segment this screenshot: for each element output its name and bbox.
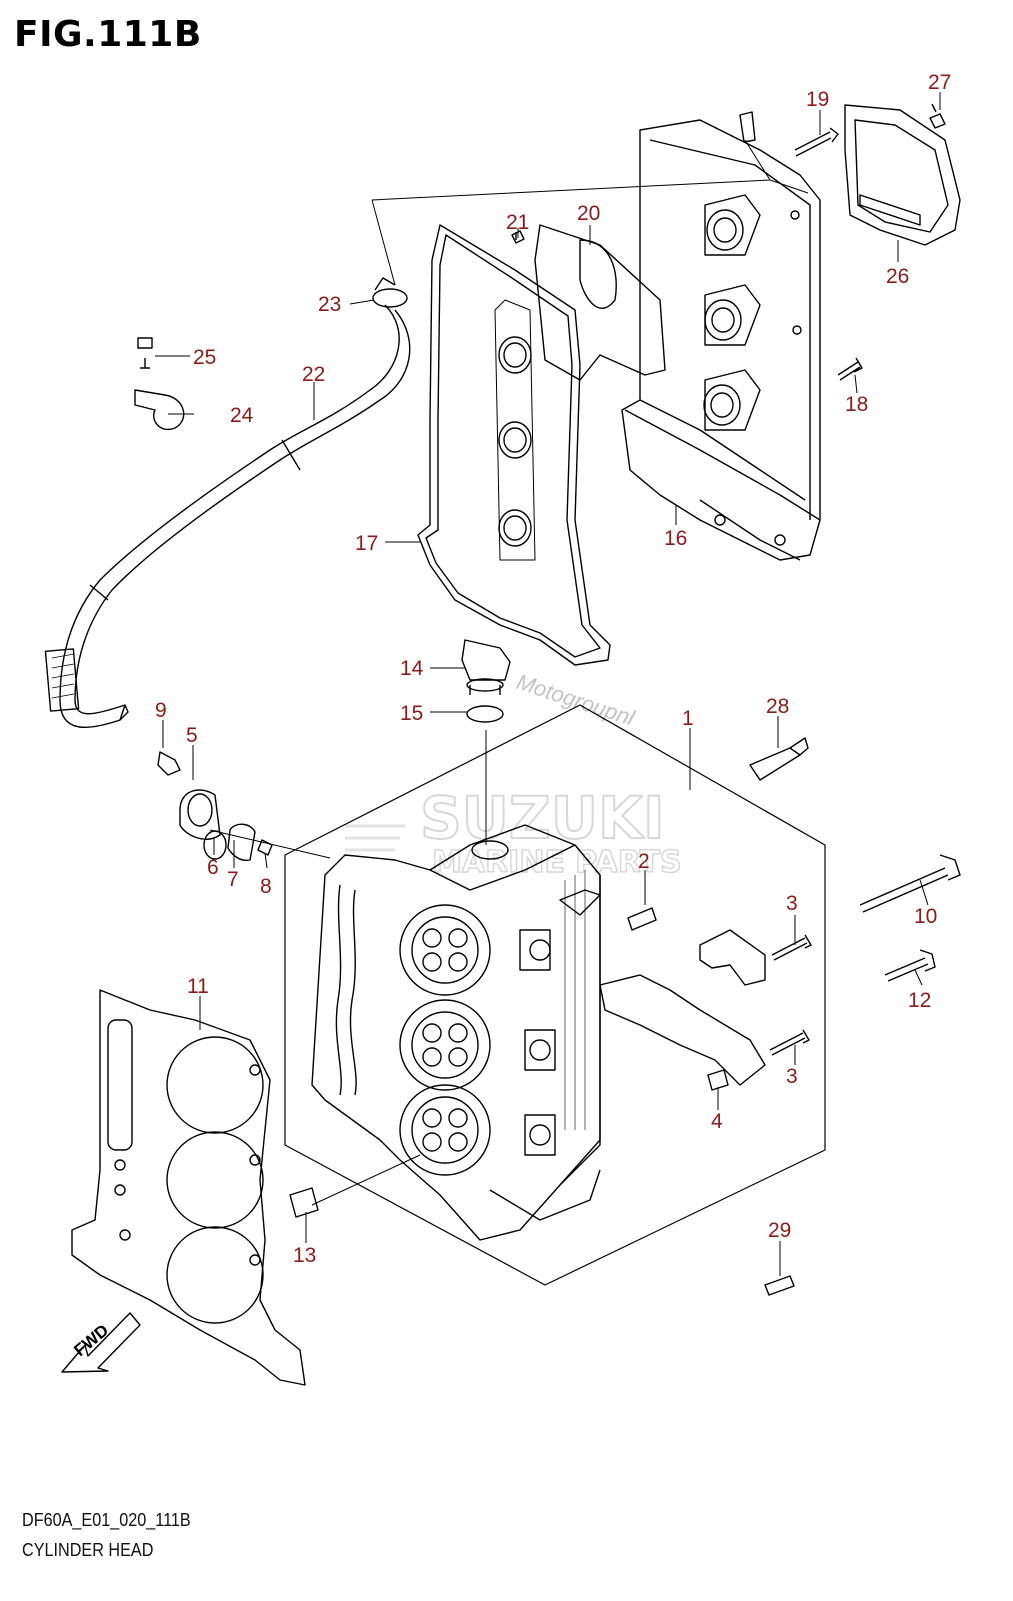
callout-29: 29 [768,1219,791,1242]
watermark-brand: SUZUKI [420,784,665,852]
bolt-3b [769,1029,810,1056]
figure-title: FIG.111B [14,14,202,55]
plate [534,224,666,381]
callout-4: 4 [711,1110,723,1133]
thermostat-parts [157,751,331,862]
bolt-25 [137,337,153,369]
callout-19: 19 [806,88,829,111]
o-ring-15 [466,705,504,723]
callout-3a: 3 [786,892,798,915]
spark-plug [749,737,809,781]
callout-24: 24 [230,404,254,427]
callout-12: 12 [908,989,931,1012]
callouts: 1 2 3 3 4 5 6 7 8 9 10 11 12 13 14 15 16… [155,71,951,1267]
diagram-code: DF60A_E01_020_111B [22,1510,191,1530]
bolt-12 [884,949,936,982]
fwd-arrow: FWD [61,1312,141,1373]
clip-24 [134,389,185,431]
head-gasket [71,989,306,1386]
bolt-19 [794,127,839,157]
oil-cap [461,639,511,695]
callout-1: 1 [682,707,694,730]
watermark: SUZUKI MARINE PARTS Motogroupnl [345,669,682,881]
callout-15: 15 [400,702,423,725]
pin-2 [627,907,657,931]
callout-9: 9 [155,699,167,722]
callout-23: 23 [318,293,341,316]
watermark-site: Motogroupnl [513,669,638,731]
side-cover [844,104,961,246]
bolt-21 [511,230,525,244]
cover-gasket [417,224,611,666]
diagram-caption: CYLINDER HEAD [22,1540,154,1560]
callout-2: 2 [638,850,650,873]
callout-28: 28 [766,695,789,718]
leader-lines [155,92,941,1276]
callout-13: 13 [293,1244,316,1267]
callout-6: 6 [207,856,219,879]
bolt-27 [929,103,946,129]
cam-cap-lower [599,974,766,1086]
callout-22: 22 [302,363,325,386]
hose-clamp [372,277,408,308]
callout-3b: 3 [786,1065,798,1088]
bolt-10 [859,854,961,913]
callout-26: 26 [886,265,909,288]
callout-27: 27 [928,71,951,94]
callout-25: 25 [193,346,216,369]
cylinder-head-boundary [284,704,826,1286]
callout-17: 17 [355,532,378,555]
pin-4 [707,1069,729,1091]
dowel-13 [289,1187,319,1218]
breather-hose [44,304,411,729]
fwd-label: FWD [70,1321,112,1360]
bolt-3a [771,934,812,961]
callout-18: 18 [845,393,868,416]
callout-16: 16 [664,527,687,550]
head-cover [621,111,821,561]
callout-14: 14 [400,657,424,680]
callout-7: 7 [227,868,239,891]
callout-8: 8 [260,875,272,898]
callout-5: 5 [186,724,198,747]
callout-10: 10 [914,905,937,928]
callout-20: 20 [577,202,600,225]
cylinder-head [311,824,601,1241]
callout-11: 11 [187,975,209,998]
watermark-sub: MARINE PARTS [432,845,682,880]
bolt-18 [837,357,863,381]
pin-29 [764,1275,795,1296]
callout-21: 21 [506,211,529,234]
cam-cap-upper [699,929,766,986]
